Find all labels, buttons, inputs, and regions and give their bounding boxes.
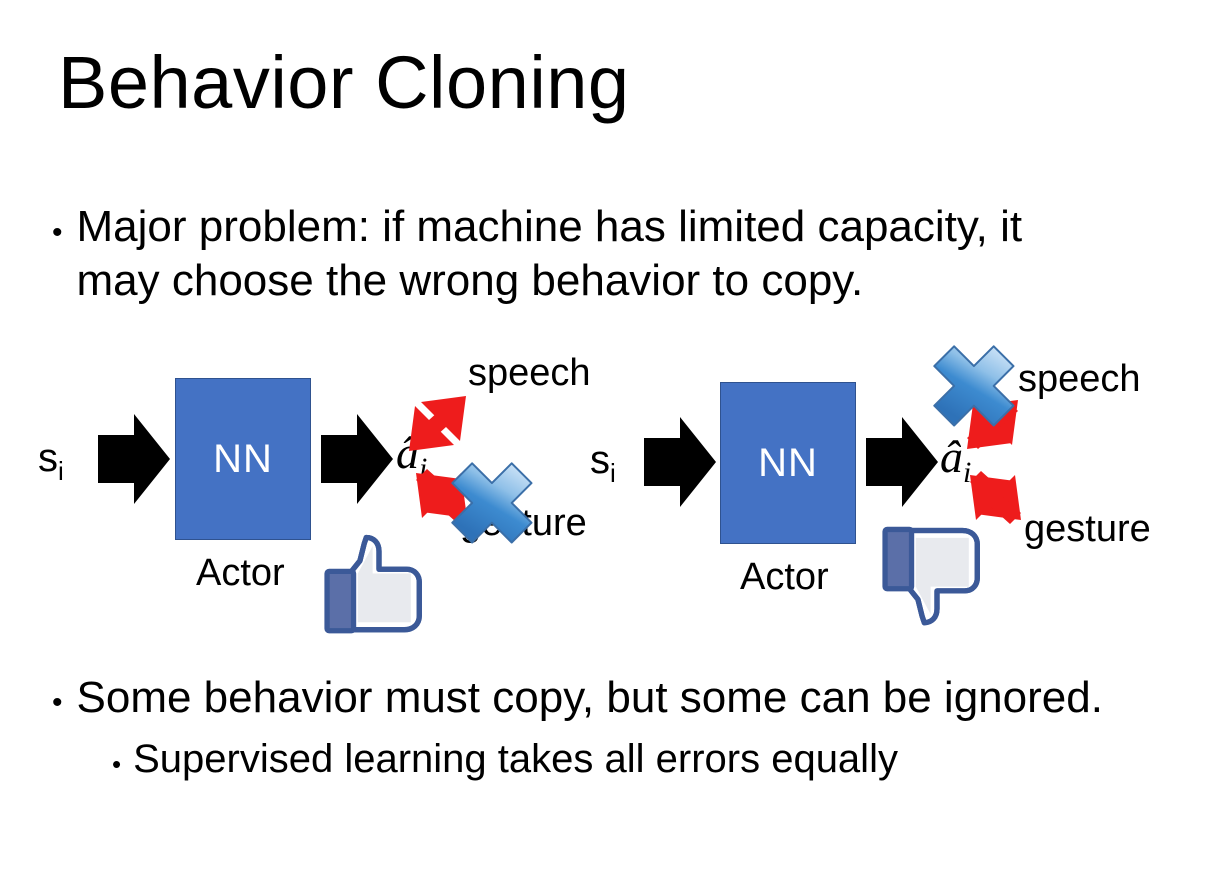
diagram-right-bad-case: si NN Actor âi speech gesture [568,330,1158,640]
action-subscript: i [419,452,428,486]
branch-arrow-gesture-right [970,471,1021,524]
bullet-text: Supervised learning takes all errors equ… [133,737,898,781]
action-label-right: âi [940,434,971,488]
bullet-item-supervised-learning: • Supervised learning takes all errors e… [112,735,1172,783]
arrow-input-right [644,417,716,507]
action-symbol: â [940,431,963,482]
diagram-right-graphics [644,345,1021,626]
nn-box-right: NN [720,382,856,544]
state-symbol: s [590,438,610,482]
arrow-input-left [98,414,170,504]
state-symbol: s [38,436,58,480]
actor-label-left: Actor [196,552,285,594]
bullet-item-problem: • Major problem: if machine has limited … [52,200,1112,307]
thumbs-down-icon [882,526,980,626]
branch-label-speech-left: speech [468,352,591,394]
arrow-output-right [866,417,938,507]
state-label-right: si [590,440,616,486]
thumbs-up-icon [324,534,422,634]
nn-box-label: NN [213,436,273,481]
state-subscript: i [58,456,64,486]
diagram-left-graphics [98,396,533,634]
cross-out-speech-right [933,345,1015,427]
arrow-output-left [321,414,393,504]
nn-box-left: NN [175,378,311,540]
branch-label-gesture-right: gesture [1024,508,1151,550]
bullet-text: Some behavior must copy, but some can be… [76,673,1103,722]
branch-arrow-speech-left [409,396,466,451]
bullet-marker: • [52,216,63,249]
page-title: Behavior Cloning [58,41,630,124]
bullet-marker: • [112,749,122,779]
state-label-left: si [38,438,64,484]
bullet-marker: • [52,686,63,719]
branch-label-speech-right: speech [1018,358,1141,400]
bullet-text: Major problem: if machine has limited ca… [76,202,1023,305]
nn-box-label: NN [758,440,818,485]
diagram-left-good-case: si NN Actor âi speech gesture [10,330,600,640]
state-subscript: i [610,458,616,488]
bullet-item-some-behavior: • Some behavior must copy, but some can … [52,672,1172,725]
actor-label-right: Actor [740,556,829,598]
action-subscript: i [963,456,972,490]
cross-out-gesture-left [451,462,533,544]
